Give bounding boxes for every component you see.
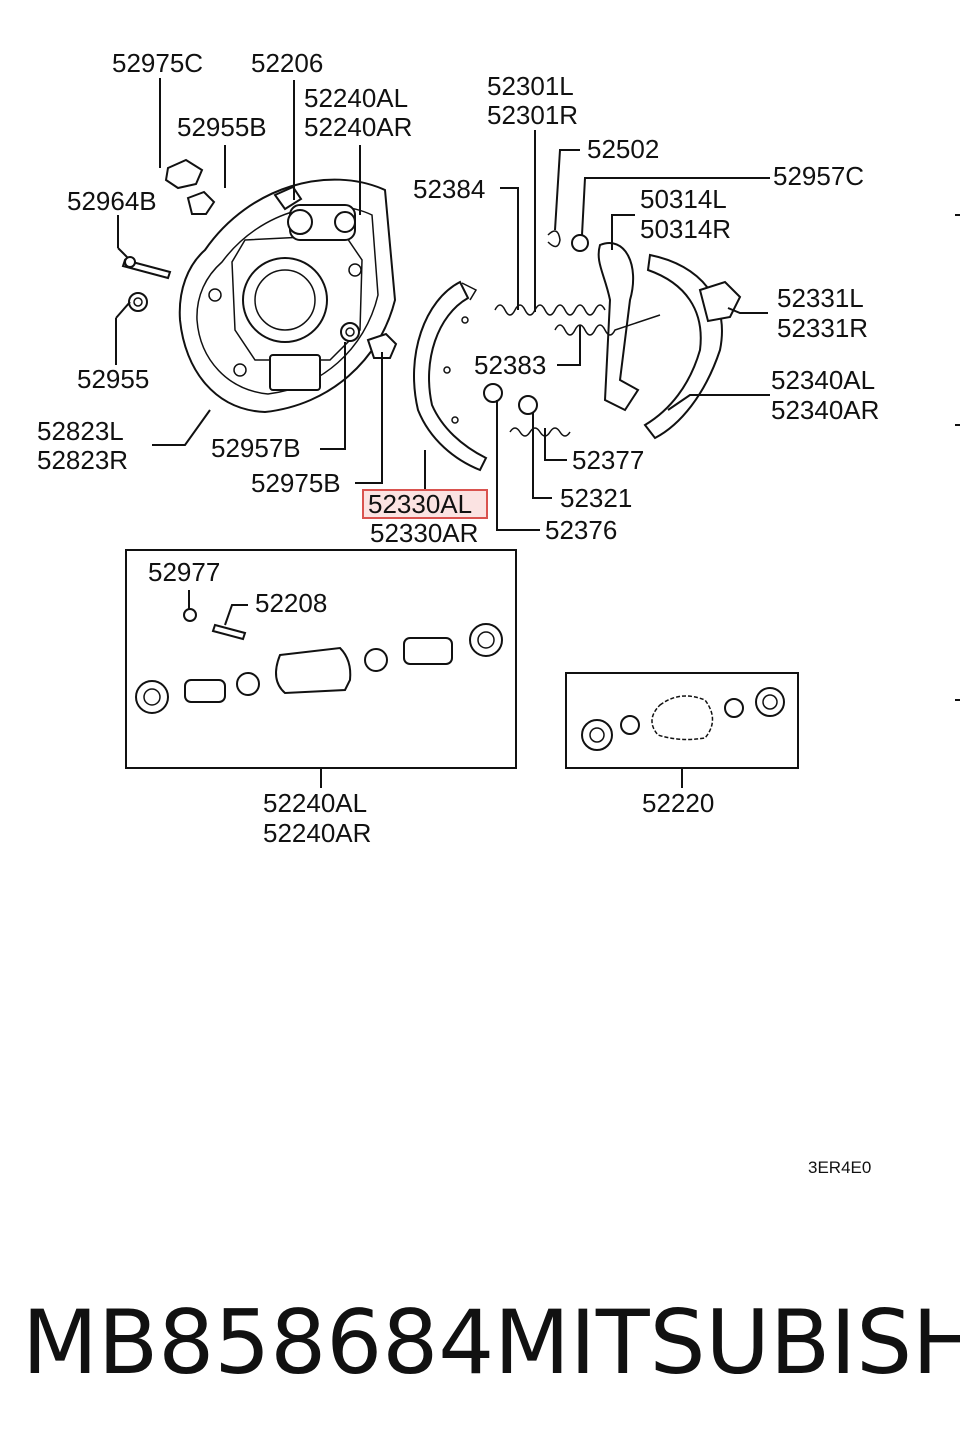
left-brake-shoe-drawing — [413, 280, 488, 472]
margin-ticks — [955, 214, 960, 701]
label-52340AR[interactable]: 52340AR — [771, 395, 879, 425]
label-52330AR[interactable]: 52330AR — [370, 518, 478, 548]
label-52376[interactable]: 52376 — [545, 515, 617, 545]
label-52220[interactable]: 52220 — [642, 788, 714, 818]
label-52240AR-kit[interactable]: 52240AR — [263, 818, 371, 848]
label-50314L[interactable]: 50314L — [640, 184, 727, 214]
springs-drawing — [483, 230, 661, 437]
right-brake-shoe-drawing — [597, 242, 742, 440]
label-52823R[interactable]: 52823R — [37, 445, 128, 475]
label-52384[interactable]: 52384 — [413, 174, 485, 204]
label-50314R[interactable]: 50314R — [640, 214, 731, 244]
label-52957C[interactable]: 52957C — [773, 161, 864, 191]
part-labels: 52975C 52206 52240AL 52240AR 52955B 5296… — [37, 48, 879, 1177]
highlight-box — [362, 489, 488, 519]
label-52301L[interactable]: 52301L — [487, 71, 574, 101]
label-52240AL-top[interactable]: 52240AL — [304, 83, 408, 113]
repair-kit-box — [565, 672, 799, 769]
label-52321[interactable]: 52321 — [560, 483, 632, 513]
label-52301R[interactable]: 52301R — [487, 100, 578, 130]
label-52340AL[interactable]: 52340AL — [771, 365, 875, 395]
label-52823L[interactable]: 52823L — [37, 416, 124, 446]
label-52975C[interactable]: 52975C — [112, 48, 203, 78]
leader-lines — [115, 78, 770, 788]
label-52331R[interactable]: 52331R — [777, 313, 868, 343]
label-52975B[interactable]: 52975B — [251, 468, 341, 498]
label-52208[interactable]: 52208 — [255, 588, 327, 618]
label-52955[interactable]: 52955 — [77, 364, 149, 394]
label-52330AL[interactable]: 52330AL — [368, 489, 472, 519]
label-52240AL-kit[interactable]: 52240AL — [263, 788, 367, 818]
brand-name: MITSUBISHI — [494, 1291, 960, 1394]
label-52955B[interactable]: 52955B — [177, 112, 267, 142]
label-52240AR-top[interactable]: 52240AR — [304, 112, 412, 142]
label-52502[interactable]: 52502 — [587, 134, 659, 164]
small-hardware-drawing — [121, 158, 398, 359]
wheel-cylinder-kit-box — [125, 549, 517, 769]
label-52377[interactable]: 52377 — [572, 445, 644, 475]
label-52964B[interactable]: 52964B — [67, 186, 157, 216]
part-number: MB858684 — [22, 1291, 495, 1394]
backing-plate-drawing — [178, 178, 397, 414]
label-52977[interactable]: 52977 — [148, 557, 220, 587]
diagram-code: 3ER4E0 — [808, 1158, 871, 1177]
label-52206[interactable]: 52206 — [251, 48, 323, 78]
label-52383[interactable]: 52383 — [474, 350, 546, 380]
label-52331L[interactable]: 52331L — [777, 283, 864, 313]
label-52957B[interactable]: 52957B — [211, 433, 301, 463]
